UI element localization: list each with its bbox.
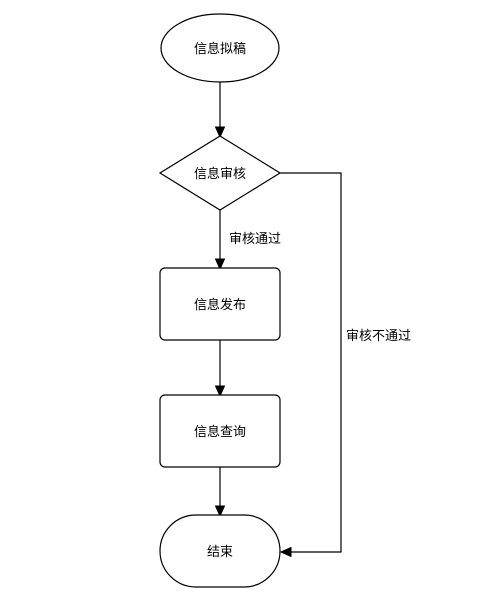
node-publish: 信息发布 bbox=[159, 267, 281, 341]
node-end-label: 结束 bbox=[207, 545, 233, 560]
edge-review-to-end: 审核不通过 bbox=[279, 172, 411, 558]
edge-query-to-end bbox=[214, 467, 226, 518]
arrowhead-icon bbox=[214, 385, 226, 398]
node-end-shape bbox=[159, 514, 281, 588]
node-review-label: 信息审核 bbox=[194, 166, 246, 182]
arrowhead-icon bbox=[214, 126, 226, 139]
arrowhead-icon bbox=[279, 546, 292, 558]
node-query-label: 信息查询 bbox=[194, 424, 246, 440]
node-draft: 信息拟稿 bbox=[160, 13, 280, 83]
edge-publish-to-query bbox=[214, 340, 226, 398]
node-query: 信息查询 bbox=[159, 394, 281, 468]
node-draft-label: 信息拟稿 bbox=[194, 41, 246, 57]
edge-label-review-pass: 审核通过 bbox=[229, 232, 281, 247]
node-review: 信息审核 bbox=[158, 135, 282, 211]
edge-review-to-publish: 审核通过 bbox=[214, 210, 281, 271]
arrowhead-icon bbox=[214, 258, 226, 271]
node-publish-label: 信息发布 bbox=[194, 297, 246, 313]
node-end: 结束 bbox=[159, 514, 281, 588]
edge-review-to-end-line bbox=[280, 172, 342, 553]
edge-label-review-fail: 审核不通过 bbox=[346, 329, 411, 344]
arrowhead-icon bbox=[214, 505, 226, 518]
edge-draft-to-review bbox=[214, 82, 226, 139]
